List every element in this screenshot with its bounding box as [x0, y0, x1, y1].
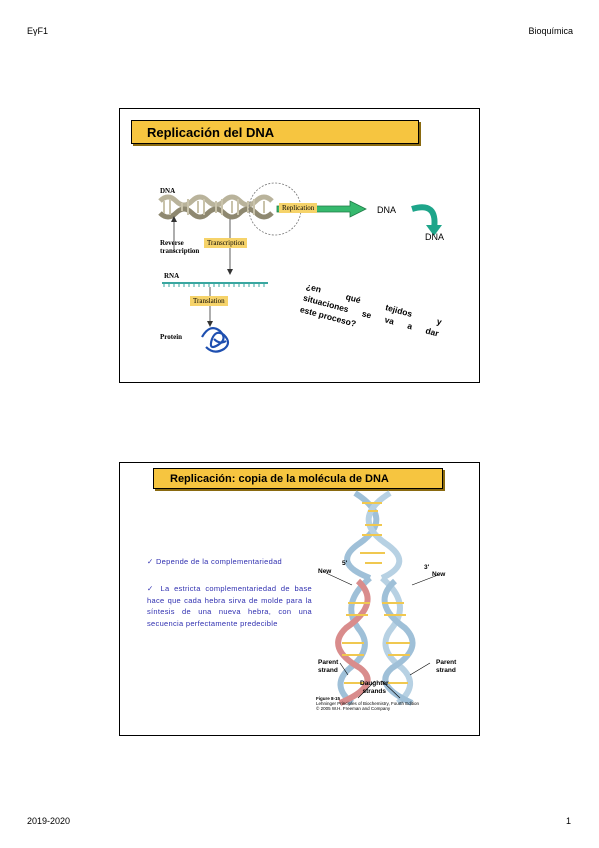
replication-fork-figure: [325, 490, 439, 706]
dna-label: DNA: [160, 187, 176, 195]
bullet-2: ✓ La estricta complementariedad de base …: [147, 584, 312, 628]
page-footer-left: 2019-2020: [27, 816, 71, 826]
daughter-line-2: strands: [362, 688, 386, 695]
figure-caption: Figure 8-15 Lehninger Principles of Bioc…: [316, 696, 419, 711]
slide-1-title: Replicación del DNA: [131, 120, 419, 144]
slide-2: Replicación: copia de la molécula de DNA…: [119, 462, 480, 736]
new-label-right: New: [432, 571, 446, 578]
reverse-label-line-2: transcription: [160, 247, 200, 255]
new-label-left: New: [318, 568, 332, 575]
figure-credit-1: Lehninger Principles of Biochemistry, Fo…: [316, 701, 419, 706]
question-word: a: [406, 320, 414, 332]
protein-shape: [201, 327, 230, 353]
parent-strand-right: Parent strand: [436, 659, 456, 675]
dna-helix: [158, 194, 274, 220]
dna-out-label: DNA: [377, 205, 397, 215]
question-word: se: [360, 308, 373, 321]
parent-left-line-1: Parent: [318, 659, 339, 666]
three-prime-label: 3': [424, 564, 430, 571]
page-header-right: Bioquímica: [528, 26, 573, 36]
figure-credit-2: © 2005 W.H. Freeman and Company: [316, 706, 391, 711]
parent-right-line-1: Parent: [436, 659, 457, 666]
parent-strand-left: Parent strand: [318, 659, 338, 675]
page-header-left: EγF1: [27, 26, 49, 36]
reverse-transcription-label: Reverse transcription: [160, 239, 199, 255]
five-prime-label: 5': [342, 560, 348, 567]
slide-2-title: Replicación: copia de la molécula de DNA: [153, 468, 443, 489]
slide-1: Replicación del DNA: [119, 108, 480, 383]
parent-left-line-2: strand: [318, 667, 338, 674]
daughter-line-1: Daughter: [360, 680, 389, 687]
page-footer-right: 1: [565, 816, 571, 826]
reverse-label-line-1: Reverse: [160, 239, 184, 247]
question-word: va: [383, 314, 396, 327]
bullet-1: ✓ Depende de la complementariedad: [147, 557, 283, 566]
daughter-strands-label: Daughter strands: [360, 680, 389, 696]
parent-right-line-2: strand: [436, 667, 456, 674]
replication-tag: Replication: [279, 203, 318, 213]
transcription-tag: Transcription: [204, 238, 248, 248]
dna-loop-arrow: [411, 204, 438, 230]
translation-tag: Translation: [190, 296, 228, 306]
protein-label: Protein: [160, 333, 183, 341]
rna-strand: [162, 282, 268, 287]
dna-loop-label: DNA: [425, 232, 445, 242]
figure-number: Figure 8-15: [316, 696, 341, 701]
rna-label: RNA: [164, 272, 180, 280]
